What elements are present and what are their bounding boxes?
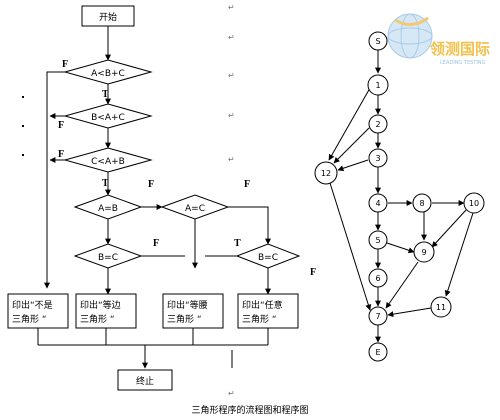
decision-cond7 (235, 243, 301, 269)
decision-cond3 (63, 147, 153, 173)
graph-node-7: 7 (368, 306, 388, 326)
graph-node-6: 6 (368, 268, 388, 288)
cond4-false-label: F (148, 179, 154, 190)
graph-node-E: E (368, 342, 388, 362)
graph-node-12: 12 (314, 161, 338, 185)
graph-node-11: 11 (430, 296, 452, 318)
bullet-2 (22, 125, 24, 127)
cond3-label: C<A+B (91, 157, 125, 167)
cond6-label: B=C (98, 253, 118, 263)
graph-node-2-label: 2 (375, 120, 380, 129)
graph-edge-11-7 (387, 307, 432, 318)
output-scalene-line1: 印出“任意 (242, 299, 283, 311)
graph-edge-9-7 (385, 261, 419, 309)
watermark-subtitle: LEADING TESTING (440, 60, 486, 66)
output-scalene (237, 293, 299, 329)
graph-node-1: 1 (367, 74, 389, 96)
cond7-false-label: F (310, 267, 316, 278)
end-box (117, 369, 173, 391)
para-mark: ↵ (228, 155, 235, 164)
cond7-true-label: T (234, 238, 241, 249)
graph-node-11-label: 11 (436, 303, 446, 312)
graph-node-10-label: 10 (469, 199, 479, 208)
graph-node-9: 9 (413, 241, 435, 263)
output-isosceles-line1: 印出“等腰 (167, 299, 208, 311)
decision-cond1 (63, 59, 153, 85)
graph-node-3-label: 3 (375, 154, 380, 163)
cond5-label: A=C (185, 204, 205, 214)
graph-edge-1-12 (328, 87, 371, 161)
para-mark: ↵ (228, 33, 235, 42)
cond4-label: A=B (98, 204, 118, 214)
cond1-label: A<B+C (91, 69, 125, 79)
output-isosceles-line2: 三角形 “ (167, 313, 202, 325)
graph-edge-10-9 (431, 209, 467, 248)
para-mark: ↵ (228, 111, 235, 120)
cond2-label: B<A+C (91, 113, 125, 123)
cond2-false-label: F (58, 120, 64, 131)
graph-node-12-label: 12 (321, 169, 331, 178)
para-mark: ↵ (228, 3, 235, 12)
graph-node-4: 4 (368, 193, 388, 213)
graph-node-E-label: E (375, 348, 380, 357)
graph-edge-2-12 (333, 127, 370, 164)
graph-edge-5-9 (386, 242, 415, 254)
graph-node-2: 2 (368, 114, 388, 134)
graph-node-5-label: 5 (375, 236, 380, 245)
watermark-logo (387, 13, 433, 59)
graph-node-3: 3 (368, 148, 388, 168)
para-mark: ↵ (228, 389, 235, 398)
cond7-label: B=C (258, 253, 278, 263)
cond6-false-label: F (153, 238, 159, 249)
edge-cond5-cond7 (228, 206, 271, 245)
para-mark: ↵ (228, 71, 235, 80)
graph-node-1-label: 1 (375, 81, 380, 90)
output-isosceles (162, 293, 224, 329)
graph-node-7-label: 7 (375, 312, 380, 321)
output-equilateral-line1: 印出“等边 (80, 299, 121, 311)
decision-cond2 (63, 103, 153, 129)
cond5-false-label: F (244, 179, 250, 190)
output-not-triangle-line2: 三角形 “ (12, 313, 47, 325)
cond1-true-label: T (102, 89, 109, 100)
bullet-1 (22, 96, 24, 98)
bullet-3 (22, 154, 24, 156)
start-label: 开始 (99, 11, 117, 23)
graph-node-5: 5 (368, 230, 388, 250)
output-not-triangle-line1: 印出“不是 (12, 299, 53, 311)
output-equilateral (75, 293, 137, 329)
graph-node-S-label: S (375, 37, 380, 46)
graph-node-9-label: 9 (421, 248, 426, 257)
graph-node-4-label: 4 (375, 199, 380, 208)
graph-node-8: 8 (412, 193, 432, 213)
graph-edge-10-11 (444, 212, 474, 297)
graph-edge-3-12 (337, 159, 369, 172)
end-label: 终止 (136, 375, 154, 387)
output-equilateral-line2: 三角形 “ (80, 313, 115, 325)
graph-node-8-label: 8 (419, 199, 424, 208)
graph-node-S: S (368, 31, 388, 51)
cond3-true-label: T (102, 178, 109, 189)
graph-node-6-label: 6 (375, 274, 380, 283)
cond3-false-label: F (58, 149, 64, 160)
graph-node-10: 10 (463, 192, 485, 214)
edge-cond1-false (44, 71, 65, 289)
cond1-false-label: F (62, 59, 68, 70)
watermark-title: 领测国际 (429, 40, 490, 58)
figure-caption: 三角形程序的流程图和程序图 (191, 404, 308, 416)
graph-edge-12-7 (329, 182, 372, 311)
output-scalene-line2: 三角形 “ (242, 313, 277, 325)
output-not-triangle (7, 293, 69, 329)
